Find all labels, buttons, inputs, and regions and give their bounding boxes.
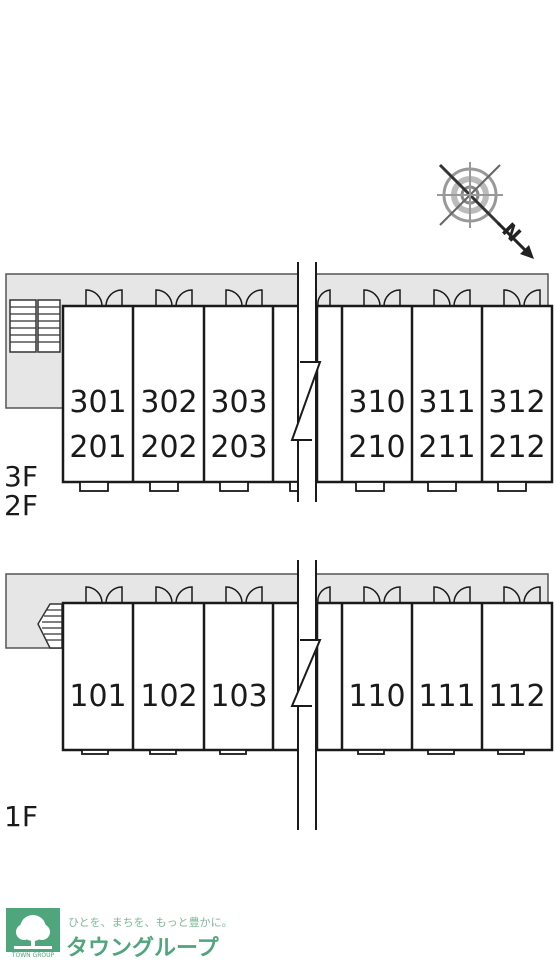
unit-label: 202: [140, 430, 197, 465]
unit-label: 312: [488, 385, 545, 420]
floor-plan: N: [4, 162, 554, 833]
unit-label: 211: [418, 430, 475, 465]
unit-label: 101: [69, 679, 126, 714]
footer-brand: TOWN GROUP ひとを、まちを、もっと豊かに。 タウングループ: [0, 908, 556, 961]
upper-building: 301 201 302 202 303 203 310 210 311 211 …: [5, 262, 554, 502]
compass-icon: N: [437, 162, 534, 259]
north-label: N: [497, 218, 526, 247]
town-group-logo: [6, 908, 60, 952]
unit-label: 311: [418, 385, 475, 420]
door-icon: [85, 289, 541, 307]
unit-label: 212: [488, 430, 545, 465]
unit-label: 103: [210, 679, 267, 714]
unit-label: 102: [140, 679, 197, 714]
door-icon: [85, 586, 541, 604]
unit-label: 210: [348, 430, 405, 465]
unit-label: 201: [69, 430, 126, 465]
floor-label-1f: 1F: [4, 800, 38, 833]
brand-slogan: ひとを、まちを、もっと豊かに。: [68, 916, 233, 929]
unit-label: 111: [418, 679, 475, 714]
floor-label-3f: 3F: [4, 460, 38, 493]
staircase-icon: [9, 299, 61, 353]
brand-name: タウングループ: [66, 936, 219, 961]
unit-label: 302: [140, 385, 197, 420]
floor-label-2f: 2F: [4, 489, 38, 522]
unit-label: 112: [488, 679, 545, 714]
ground-building: 101 102 103 110 111 112: [5, 560, 554, 830]
unit-label: 303: [210, 385, 267, 420]
unit-label: 310: [348, 385, 405, 420]
unit-label: 203: [210, 430, 267, 465]
logo-caption: TOWN GROUP: [11, 952, 55, 959]
unit-label: 301: [69, 385, 126, 420]
unit-label: 110: [348, 679, 405, 714]
